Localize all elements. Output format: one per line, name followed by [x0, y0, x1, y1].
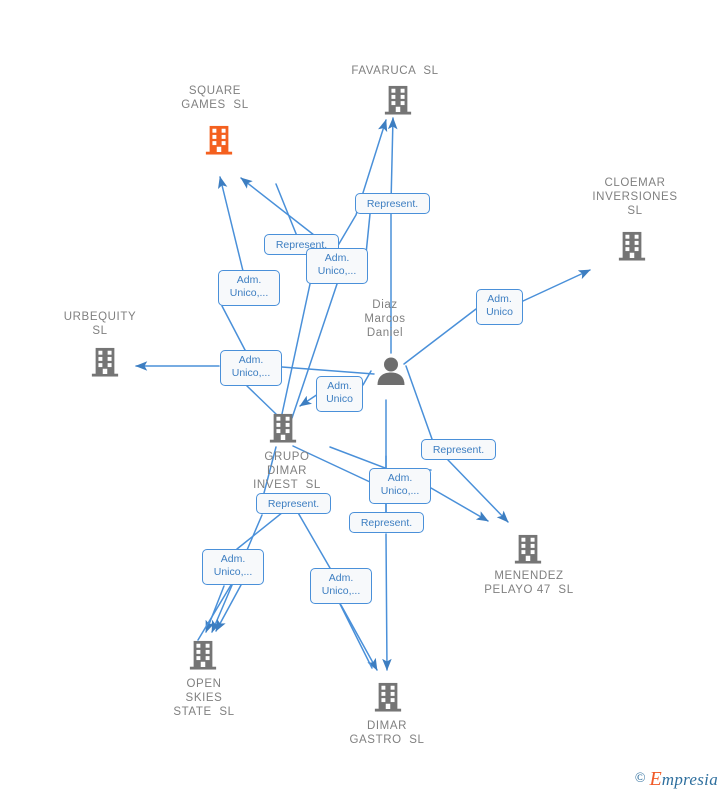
edge-strand-f — [365, 213, 371, 255]
edge-openskies-extra — [215, 584, 242, 632]
lbl-adm-unico-cloemar[interactable]: Adm. Unico — [476, 289, 523, 325]
edge-strand-n — [329, 446, 386, 469]
node-icon-dimar-gastro[interactable] — [374, 682, 402, 712]
edge-diaz-favaruca — [387, 117, 398, 354]
edge-diaz-cloemar — [522, 269, 591, 302]
edge-strand-b — [246, 385, 277, 415]
edge-strand-l — [339, 603, 373, 669]
edge-strand-g — [292, 445, 371, 483]
lbl-adm-unico-lowmid[interactable]: Adm. Unico,... — [310, 568, 372, 604]
node-icon-urbequity[interactable] — [91, 347, 119, 377]
edge-diaz-grupo-tail — [362, 370, 372, 386]
edge-grupo-square — [218, 176, 244, 272]
edge-strand-d — [291, 283, 338, 419]
edge-diaz-urbequity-tail — [281, 366, 375, 375]
edge-diaz-menendez-rep — [447, 459, 509, 523]
node-icon-diaz-marcos[interactable] — [377, 357, 405, 386]
brand-wordmark: Empresia — [650, 769, 718, 789]
brand-rest: mpresia — [661, 770, 718, 789]
node-icon-favaruca[interactable] — [384, 85, 412, 115]
copyright-symbol: © — [634, 771, 646, 786]
lbl-represent-menendez[interactable]: Represent. — [421, 439, 496, 460]
edge-strand-a — [221, 305, 246, 351]
edge-strand-i — [292, 503, 331, 569]
edge-diaz-menendez-adm — [430, 487, 489, 522]
node-icon-layer — [91, 85, 646, 712]
node-icon-grupo-dimar[interactable] — [269, 413, 297, 443]
edge-diaz-menendez-rep-tail — [405, 365, 433, 440]
edge-strand-j — [263, 446, 277, 494]
lbl-adm-unico-lowleft[interactable]: Adm. Unico,... — [202, 549, 264, 585]
edge-strand-k — [197, 584, 232, 641]
lbl-adm-unico-left-upper[interactable]: Adm. Unico,... — [218, 270, 280, 306]
edge-diaz-dimargastro-rep — [382, 533, 392, 671]
lbl-adm-unico-top[interactable]: Adm. Unico,... — [306, 248, 368, 284]
lbl-represent-lower[interactable]: Represent. — [349, 512, 424, 533]
lbl-adm-unico-urbequity[interactable]: Adm. Unico,... — [220, 350, 282, 386]
empresia-watermark: © Empresia — [635, 769, 718, 789]
node-icon-menendez[interactable] — [514, 534, 542, 564]
node-icon-cloemar[interactable] — [618, 231, 646, 261]
edge-diaz-openskies — [205, 585, 225, 633]
node-icon-square-games[interactable] — [205, 125, 233, 155]
lbl-represent-grupo[interactable]: Represent. — [256, 493, 331, 514]
brand-initial: E — [649, 768, 662, 790]
edge-diaz-dimargastro-adm — [340, 604, 378, 671]
lbl-represent-favaruca[interactable]: Represent. — [355, 193, 430, 214]
lbl-adm-unico-center[interactable]: Adm. Unico — [316, 376, 363, 412]
node-icon-open-skies[interactable] — [189, 640, 217, 670]
edge-diaz-cloemar-tail — [403, 308, 477, 365]
edge-strand-c — [281, 283, 311, 415]
edge-diaz-grupo — [299, 393, 319, 407]
lbl-adm-unico-right-low[interactable]: Adm. Unico,... — [369, 468, 431, 504]
